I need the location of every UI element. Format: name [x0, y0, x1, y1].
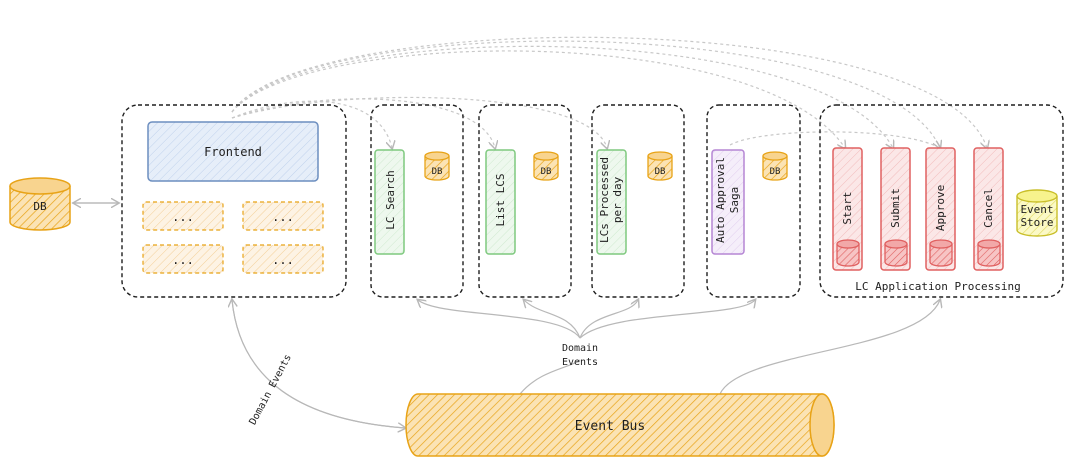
service-db: DB: [533, 151, 559, 181]
service-label: LC Search: [384, 170, 397, 230]
frontend-to-services-arrows: [231, 36, 987, 148]
command-approve: Approve: [925, 147, 956, 271]
event-bus-label: Event Bus: [575, 419, 645, 434]
event-store: Event Store: [1016, 189, 1058, 237]
frontend-box: [147, 121, 319, 182]
placeholder-label: ...: [172, 253, 194, 267]
placeholder-label: ...: [272, 210, 294, 224]
event-bus: Event Bus: [405, 393, 835, 457]
service-label: List LCS: [494, 174, 507, 227]
service-label-line-1: LCs Processed: [598, 157, 611, 243]
service-db-label: DB: [432, 167, 443, 177]
service-label-line-1: Auto Approval: [714, 157, 727, 243]
command-start: Start: [832, 147, 863, 271]
service-lc-search: LC Search DB: [370, 104, 464, 298]
lc-application-processing: Start Submit Approve Cancel Event Stor: [819, 104, 1064, 298]
service-db: DB: [762, 151, 788, 181]
event-store-line-1: Event: [1020, 203, 1053, 216]
service-db-label: DB: [655, 167, 666, 177]
domain-events-center-line-1: Domain: [562, 343, 598, 354]
command-submit: Submit: [880, 147, 911, 271]
service-db: DB: [647, 151, 673, 181]
service-db-label: DB: [541, 167, 552, 177]
service-lcs-processed: LCs Processed per day DB: [591, 104, 685, 298]
command-label: Approve: [934, 185, 947, 231]
service-db: DB: [424, 151, 450, 181]
placeholder-box: [242, 244, 324, 274]
lc-processing-title: LC Application Processing: [855, 280, 1021, 293]
event-store-line-2: Store: [1020, 216, 1053, 229]
command-cancel: Cancel: [973, 147, 1004, 271]
domain-events-center-line-2: Events: [562, 357, 598, 368]
frontend-title: Frontend: [204, 145, 262, 159]
service-label-line-2: Saga: [728, 187, 741, 214]
service-list-lcs: List LCS DB: [478, 104, 572, 298]
command-label: Cancel: [982, 188, 995, 228]
frontend-group: Frontend ... ... ... ...: [121, 104, 347, 298]
database-left: DB: [9, 177, 71, 231]
placeholder-label: ...: [272, 253, 294, 267]
command-label: Start: [841, 191, 854, 224]
command-label: Submit: [889, 188, 902, 228]
placeholder-box: [242, 201, 324, 231]
domain-event-arrows: [232, 300, 940, 428]
service-db-label: DB: [770, 167, 781, 177]
placeholder-label: ...: [172, 210, 194, 224]
service-label-line-2: per day: [611, 176, 624, 223]
placeholder-box: [142, 244, 224, 274]
placeholder-box: [142, 201, 224, 231]
database-left-label: DB: [33, 200, 47, 213]
service-auto-approval-saga: Auto Approval Saga DB: [706, 104, 801, 298]
